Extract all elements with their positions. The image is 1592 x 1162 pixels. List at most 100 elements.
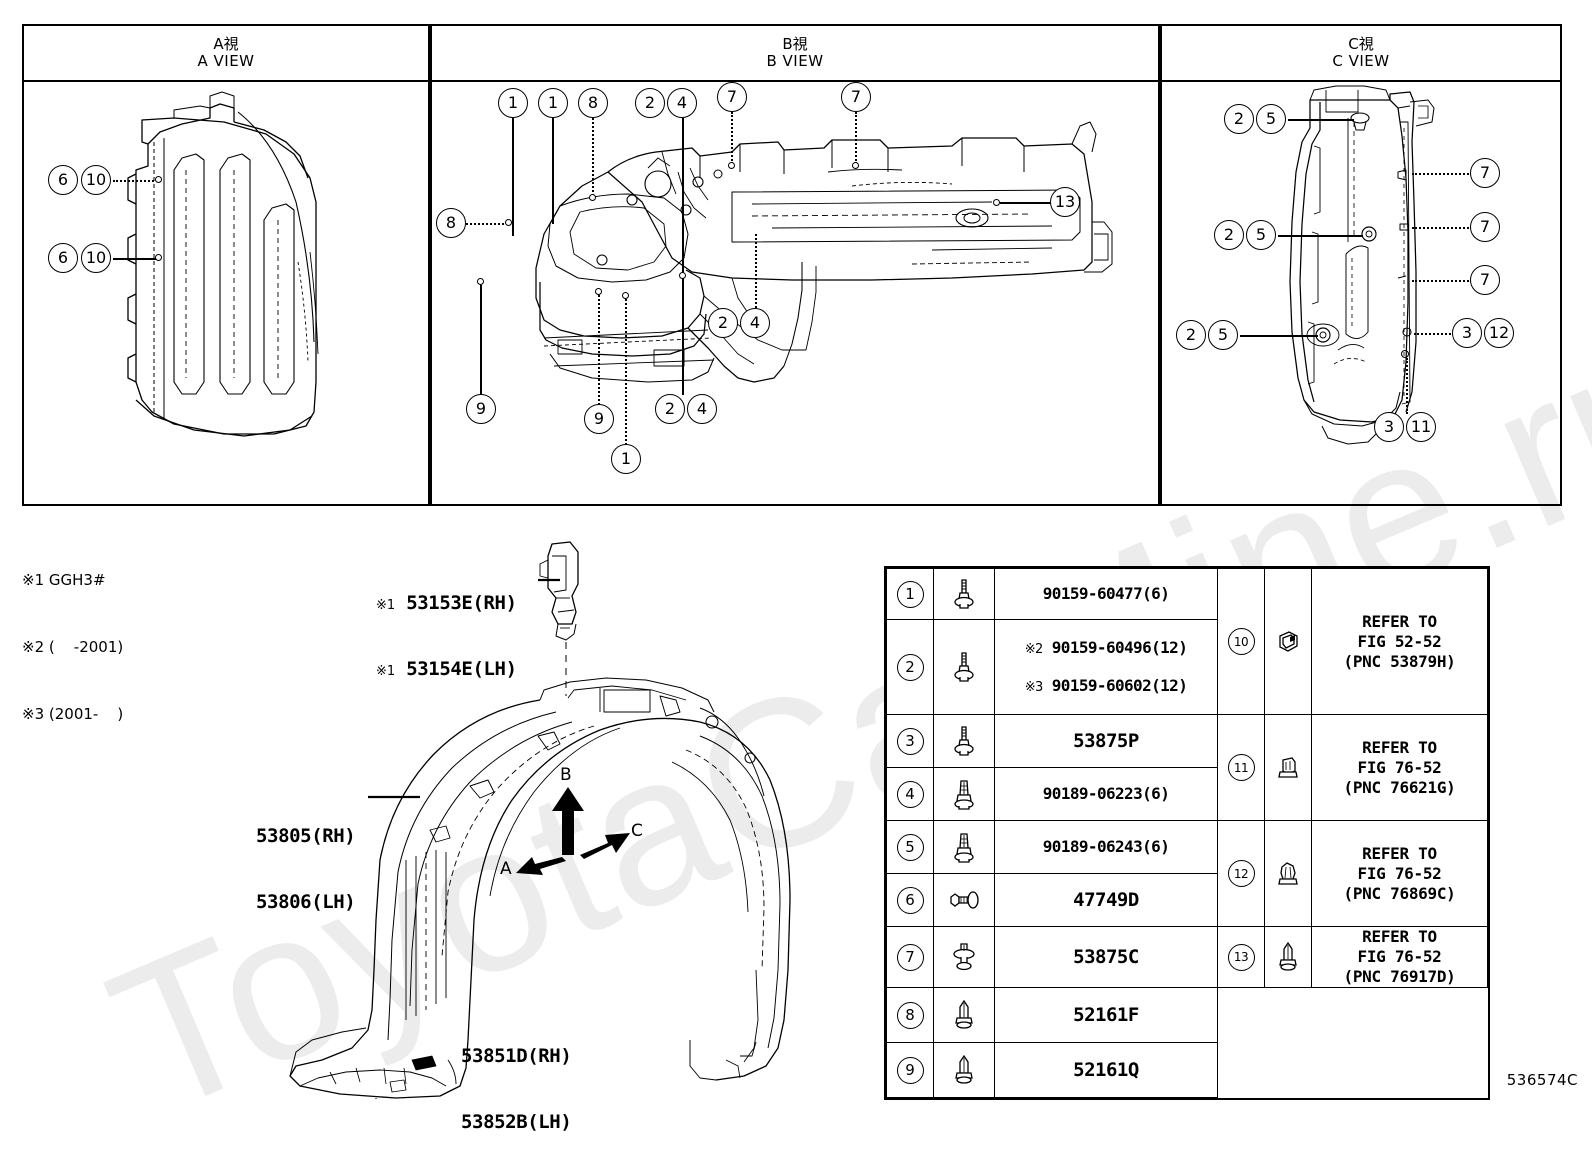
callout-b-8-left[interactable]: 8 [436, 208, 466, 238]
lead-b-24-mid [755, 234, 757, 308]
direction-label-c: C [631, 821, 643, 841]
cell-desc-11: REFER TO FIG 76-52 (PNC 76621G) [1311, 714, 1488, 822]
callout-c-5-top[interactable]: 5 [1256, 104, 1286, 134]
nub-b-7-a [728, 162, 735, 169]
cell-num-3[interactable]: 3 [886, 714, 934, 769]
item-number-6: 6 [896, 886, 924, 914]
cell-desc-7: 53875C [994, 926, 1218, 989]
nub-b-1-bottom [622, 292, 629, 299]
lead-b-7-b [855, 112, 857, 164]
callout-c-3-bottom[interactable]: 3 [1374, 412, 1404, 442]
table-row: 5 90189-06243(6) 12 [886, 820, 1488, 928]
part-mudguard-rh: 53851D(RH) [461, 1045, 572, 1068]
panel-a-title-jp: A視 [213, 35, 239, 54]
lead-b-24-top [682, 118, 684, 368]
item-number-3: 3 [896, 727, 924, 755]
callout-a-10-bottom[interactable]: 10 [81, 243, 111, 273]
callout-b-1-a[interactable]: 1 [498, 88, 528, 118]
cell-icon-5 [933, 820, 995, 875]
cell-num-6[interactable]: 6 [886, 873, 934, 928]
callout-b-4-mid[interactable]: 4 [740, 308, 770, 338]
footnote-3: ※3 (2001- ) [22, 704, 124, 723]
cell-num-1[interactable]: 1 [886, 568, 934, 620]
item-number-2: 2 [896, 653, 924, 681]
part-liner-lh: 53806(LH) [256, 891, 356, 914]
cell-num-13[interactable]: 13 [1217, 926, 1265, 989]
callout-b-2-low[interactable]: 2 [655, 394, 685, 424]
cell-icon-1 [933, 568, 995, 620]
callout-b-9-a[interactable]: 9 [466, 394, 496, 424]
callout-b-1-b[interactable]: 1 [538, 88, 568, 118]
cell-icon-9 [933, 1042, 995, 1099]
callout-c-12[interactable]: 12 [1484, 318, 1514, 348]
table-row: 7 53875C 13 [886, 926, 1488, 989]
callout-b-8-top[interactable]: 8 [578, 88, 608, 118]
callout-a-6-bottom[interactable]: 6 [48, 243, 78, 273]
callout-c-5-bottom[interactable]: 5 [1208, 320, 1238, 350]
grommet-block-icon [1278, 757, 1298, 778]
parts-table-element: 1 90159-60477(6) 10 [886, 567, 1488, 1099]
table-row: 8 52161F [886, 987, 1488, 1044]
callout-a-6-top[interactable]: 6 [48, 165, 78, 195]
cell-num-7[interactable]: 7 [886, 926, 934, 989]
callout-b-13[interactable]: 13 [1050, 187, 1080, 217]
cell-desc-4: 90189-06223(6) [994, 767, 1218, 822]
part-label-mudguard: 53851D(RH) 53852B(LH) [461, 1001, 572, 1155]
callout-c-7-c[interactable]: 7 [1470, 265, 1500, 295]
blank-cell [1218, 988, 1265, 1043]
nub-b-8-left [505, 219, 512, 226]
callout-b-4-low[interactable]: 4 [687, 394, 717, 424]
direction-label-a: A [500, 859, 512, 879]
callout-c-3-right[interactable]: 3 [1452, 318, 1482, 348]
lead-a-bottom [113, 258, 158, 260]
callout-b-1-bottom[interactable]: 1 [611, 444, 641, 474]
callout-a-10-top[interactable]: 10 [81, 165, 111, 195]
bracket-clip-icon [1279, 630, 1298, 652]
callout-c-11[interactable]: 11 [1406, 412, 1436, 442]
cell-num-10[interactable]: 10 [1217, 567, 1265, 716]
cell-num-8[interactable]: 8 [886, 987, 934, 1044]
panel-b-header: B視 B VIEW [432, 26, 1158, 82]
fender-side-panel-drawing [1289, 85, 1435, 445]
lead-b-8-top [592, 118, 594, 196]
footnotes: ※1 GGH3# ※2 ( -2001) ※3 (2001- ) [22, 525, 123, 747]
view-panels-container: A視 A VIEW [22, 24, 1562, 506]
callout-c-2-bottom[interactable]: 2 [1176, 320, 1206, 350]
item-number-10: 10 [1227, 628, 1255, 656]
table-row: 6 47749D [886, 873, 1488, 928]
callout-b-4-top[interactable]: 4 [667, 88, 697, 118]
panel-c-title-jp: C視 [1348, 35, 1374, 54]
callout-b-2-mid[interactable]: 2 [708, 308, 738, 338]
panel-b-view: B視 B VIEW [430, 24, 1160, 506]
callout-b-7-a[interactable]: 7 [717, 82, 747, 112]
lead-b-7-a [731, 112, 733, 164]
cell-num-9[interactable]: 9 [886, 1042, 934, 1099]
fender-liner-assembly [0, 500, 900, 1162]
callout-c-2-top[interactable]: 2 [1224, 104, 1254, 134]
cell-num-4[interactable]: 4 [886, 767, 934, 822]
callout-c-2-mid[interactable]: 2 [1214, 220, 1244, 250]
callout-b-7-b[interactable]: 7 [841, 82, 871, 112]
lead-c-3-12 [1414, 333, 1454, 335]
panel-a-body: 6 10 6 10 [24, 82, 428, 504]
callout-c-7-a[interactable]: 7 [1470, 158, 1500, 188]
callout-c-5-mid[interactable]: 5 [1246, 220, 1276, 250]
callout-b-2-top[interactable]: 2 [635, 88, 665, 118]
table-row: 3 53875P 11 [886, 714, 1488, 822]
desc-2-line1: 90159-60496(12) [1051, 637, 1188, 657]
item-number-7: 7 [896, 943, 924, 971]
callout-b-9-b[interactable]: 9 [584, 404, 614, 434]
callout-c-7-b[interactable]: 7 [1470, 212, 1500, 242]
cell-num-2[interactable]: 2 [886, 618, 934, 716]
nub-b-24-low [679, 272, 686, 279]
cell-num-12[interactable]: 12 [1217, 820, 1265, 928]
clip-tall-icon [1279, 942, 1297, 972]
cell-icon-8 [933, 987, 995, 1044]
cell-num-5[interactable]: 5 [886, 820, 934, 875]
lead-c-7-b [1412, 227, 1472, 229]
cell-desc-5: 90189-06243(6) [994, 820, 1218, 875]
blank-cell [1312, 988, 1488, 1043]
cell-desc-3: 53875P [994, 714, 1218, 769]
cell-num-11[interactable]: 11 [1217, 714, 1265, 822]
panel-c-body: 2 5 2 5 2 5 7 7 7 3 12 3 11 [1162, 82, 1560, 504]
